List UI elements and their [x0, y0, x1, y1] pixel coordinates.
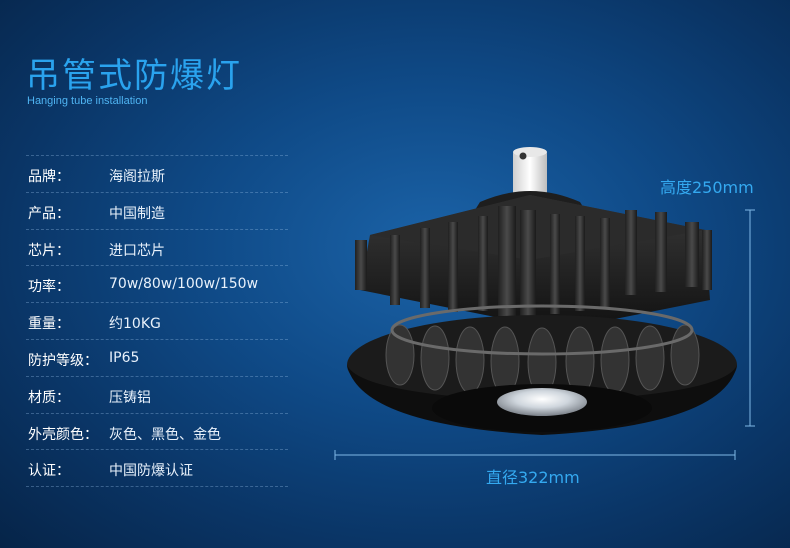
spec-row-material: 材质： 压铸铝 — [26, 377, 288, 414]
spec-value: 海阁拉斯 — [109, 169, 165, 185]
spec-row-power: 功率： 70w/80w/100w/150w — [26, 266, 288, 304]
spec-label: 芯片： — [28, 242, 70, 259]
diameter-dimension-line — [334, 450, 736, 460]
spec-label: 功率： — [28, 279, 70, 296]
spec-value: 压铸铝 — [109, 389, 151, 406]
spec-value: 进口芯片 — [109, 242, 165, 259]
spec-row-brand: 品牌： 海阁拉斯 — [26, 155, 288, 193]
lens — [432, 384, 652, 432]
spec-row-product: 产品： 中国制造 — [26, 193, 288, 230]
heat-sink-body — [355, 195, 712, 330]
hanging-tube — [513, 147, 547, 198]
height-label: 高度250mm — [660, 178, 754, 197]
spec-value: 中国防爆认证 — [109, 463, 193, 480]
page-subtitle: Hanging tube installation — [27, 95, 148, 107]
spec-row-housing-color: 外壳颜色： 灰色、黑色、金色 — [26, 414, 288, 451]
spec-row-chip: 芯片： 进口芯片 — [26, 230, 288, 267]
spec-row-certification: 认证： 中国防爆认证 — [26, 450, 288, 488]
spec-label: 认证： — [28, 463, 70, 480]
spec-value: IP65 — [109, 349, 140, 366]
spec-label: 防护等级： — [28, 352, 98, 369]
spec-label: 材质： — [28, 389, 70, 406]
spec-label: 外壳颜色： — [28, 426, 98, 443]
spec-value: 灰色、黑色、金色 — [109, 426, 221, 443]
spec-list: 品牌： 海阁拉斯 产品： 中国制造 芯片： 进口芯片 功率： 70w/80w/1… — [26, 155, 288, 488]
spec-label: 产品： — [28, 205, 70, 222]
lamp-illustration — [347, 147, 737, 435]
spec-value: 中国制造 — [109, 205, 165, 222]
diameter-label: 直径322mm — [486, 468, 580, 487]
spec-row-weight: 重量： 约10KG — [26, 303, 288, 340]
spec-row-protection: 防护等级： IP65 — [26, 340, 288, 377]
spec-value: 70w/80w/100w/150w — [109, 276, 259, 293]
spec-value: 约10KG — [109, 316, 161, 333]
page-title: 吊管式防爆灯 — [26, 56, 242, 96]
spec-label: 品牌： — [28, 169, 70, 185]
height-dimension-line — [745, 209, 755, 427]
spec-label: 重量： — [28, 316, 70, 333]
